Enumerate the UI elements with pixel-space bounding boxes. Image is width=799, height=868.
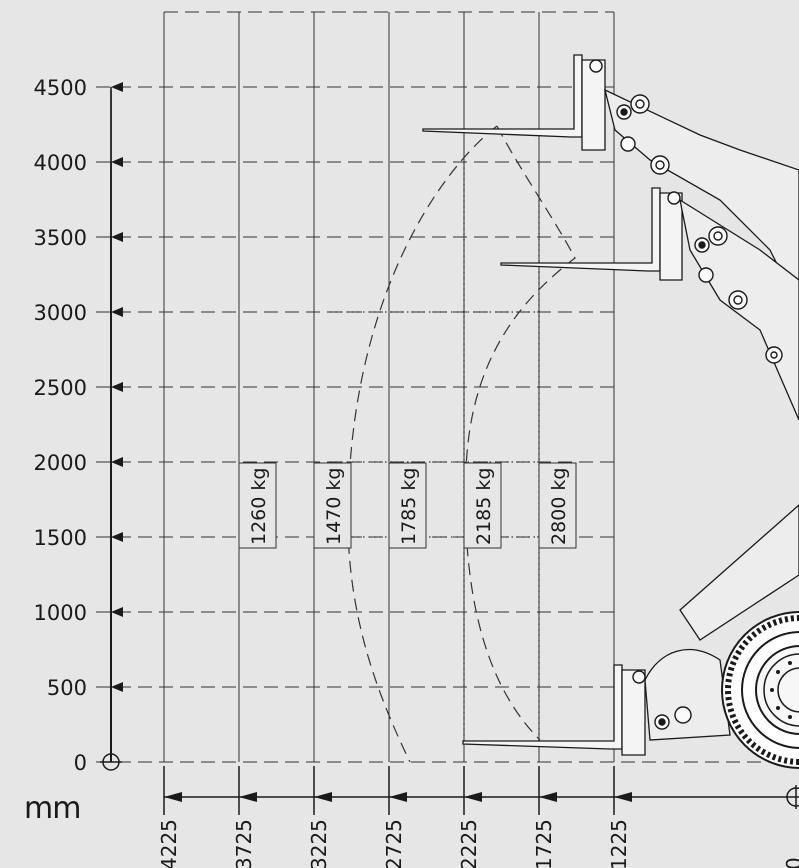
dotted-reference-lines [330,162,540,745]
y-tick-label: 2000 [34,451,87,475]
x-tick-label: 2225 [457,819,481,868]
y-tick-label: 0 [74,751,87,775]
y-tick-label: 3000 [34,301,87,325]
x-tick-label: 3725 [232,819,256,868]
capacity-label: 1470 kg [323,468,345,545]
y-tick-label: 4000 [34,151,87,175]
wheel [721,611,799,769]
capacity-label: 1785 kg [398,468,420,545]
x-axis-arrowheads [164,792,632,802]
x-tick-label: 0 [782,857,799,868]
y-tick-label: 3500 [34,226,87,250]
y-tick-label: 1500 [34,526,87,550]
x-tick-label: 3225 [307,819,331,868]
x-tick-label: 1725 [532,819,556,868]
y-tick-labels: 4500 4000 3500 3000 2500 2000 1500 1000 … [34,76,87,775]
y-tick-label: 1000 [34,601,87,625]
capacity-label: 1260 kg [248,468,270,545]
horizontal-grid [96,11,799,763]
x-axis [163,766,799,815]
y-tick-label: 500 [47,676,87,700]
y-tick-label: 2500 [34,376,87,400]
x-tick-label: 2725 [382,819,406,868]
x-tick-labels: 4225 3725 3225 2725 2225 1725 1225 0 [157,819,799,868]
y-tick-label: 4500 [34,76,87,100]
x-tick-label: 4225 [157,819,181,868]
x-tick-label: 1225 [607,819,631,868]
fork-top [422,54,606,151]
capacity-label: 2800 kg [548,468,570,545]
boom-pins [589,59,783,730]
load-envelope [347,125,576,763]
capacity-label: 2185 kg [473,468,495,545]
capacity-labels: 1260 kg 1470 kg 1785 kg 2185 kg 2800 kg [238,462,577,549]
unit-label: mm [24,791,80,826]
boom [604,88,799,741]
y-axis [100,82,123,771]
fork-middle [500,187,683,281]
fork-bottom [462,664,646,756]
